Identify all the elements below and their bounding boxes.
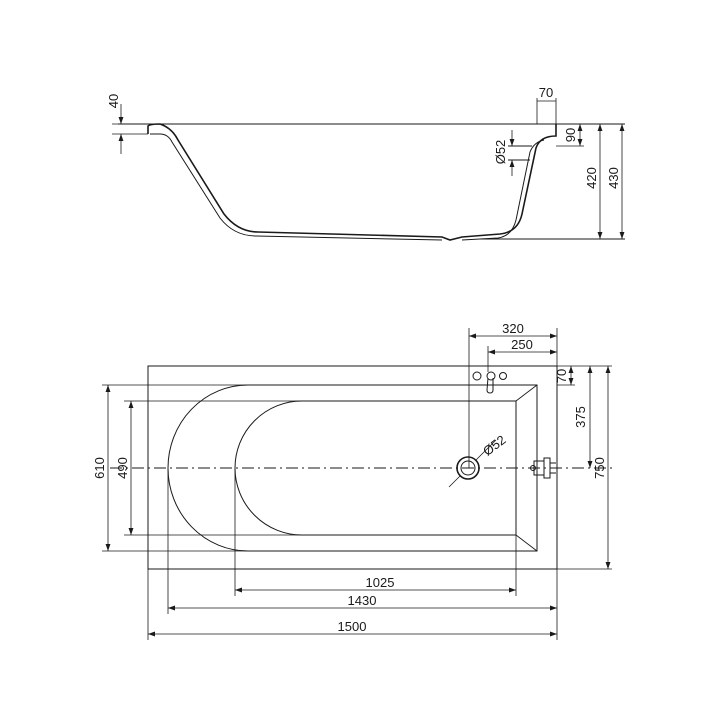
dim-outlet-height-label: 90 [563, 128, 578, 142]
dim-rim-label: 40 [106, 94, 121, 108]
dim-tap-edge-label: 70 [554, 369, 569, 383]
tap-icon [472, 371, 507, 394]
drain-icon [456, 456, 480, 480]
top-view: Ø52 320 250 70 375 [92, 321, 612, 640]
side-profile-outer [147, 123, 557, 241]
dim-total-height-label: 430 [606, 167, 621, 189]
dim-half-width-label: 375 [573, 406, 588, 428]
top-outer-rim [147, 365, 558, 570]
dim-inner-height-label: 420 [584, 167, 599, 189]
overflow-fitting-icon [530, 457, 556, 479]
dim-tap-offset-label: 320 [502, 321, 524, 336]
dim-bottom-width-label: 490 [115, 457, 130, 479]
dim-drain-diameter-label: Ø52 [480, 432, 509, 459]
dim-tap-spacing-label: 250 [511, 337, 533, 352]
dim-total-width-label: 750 [592, 457, 607, 479]
side-profile-inner [150, 133, 545, 241]
top-tub-bottom [234, 400, 517, 536]
dim-total-length-label: 1500 [338, 619, 367, 634]
dim-inner-length-label: 1430 [348, 593, 377, 608]
dim-bottom-length-label: 1025 [366, 575, 395, 590]
top-inner-rim [167, 384, 538, 552]
dim-edge-label: 70 [539, 85, 553, 100]
side-view: 40 70 Ø52 90 420 430 [106, 85, 625, 241]
dim-outlet-diameter-label: Ø52 [493, 140, 508, 165]
dim-outer-inner-width-label: 610 [92, 457, 107, 479]
